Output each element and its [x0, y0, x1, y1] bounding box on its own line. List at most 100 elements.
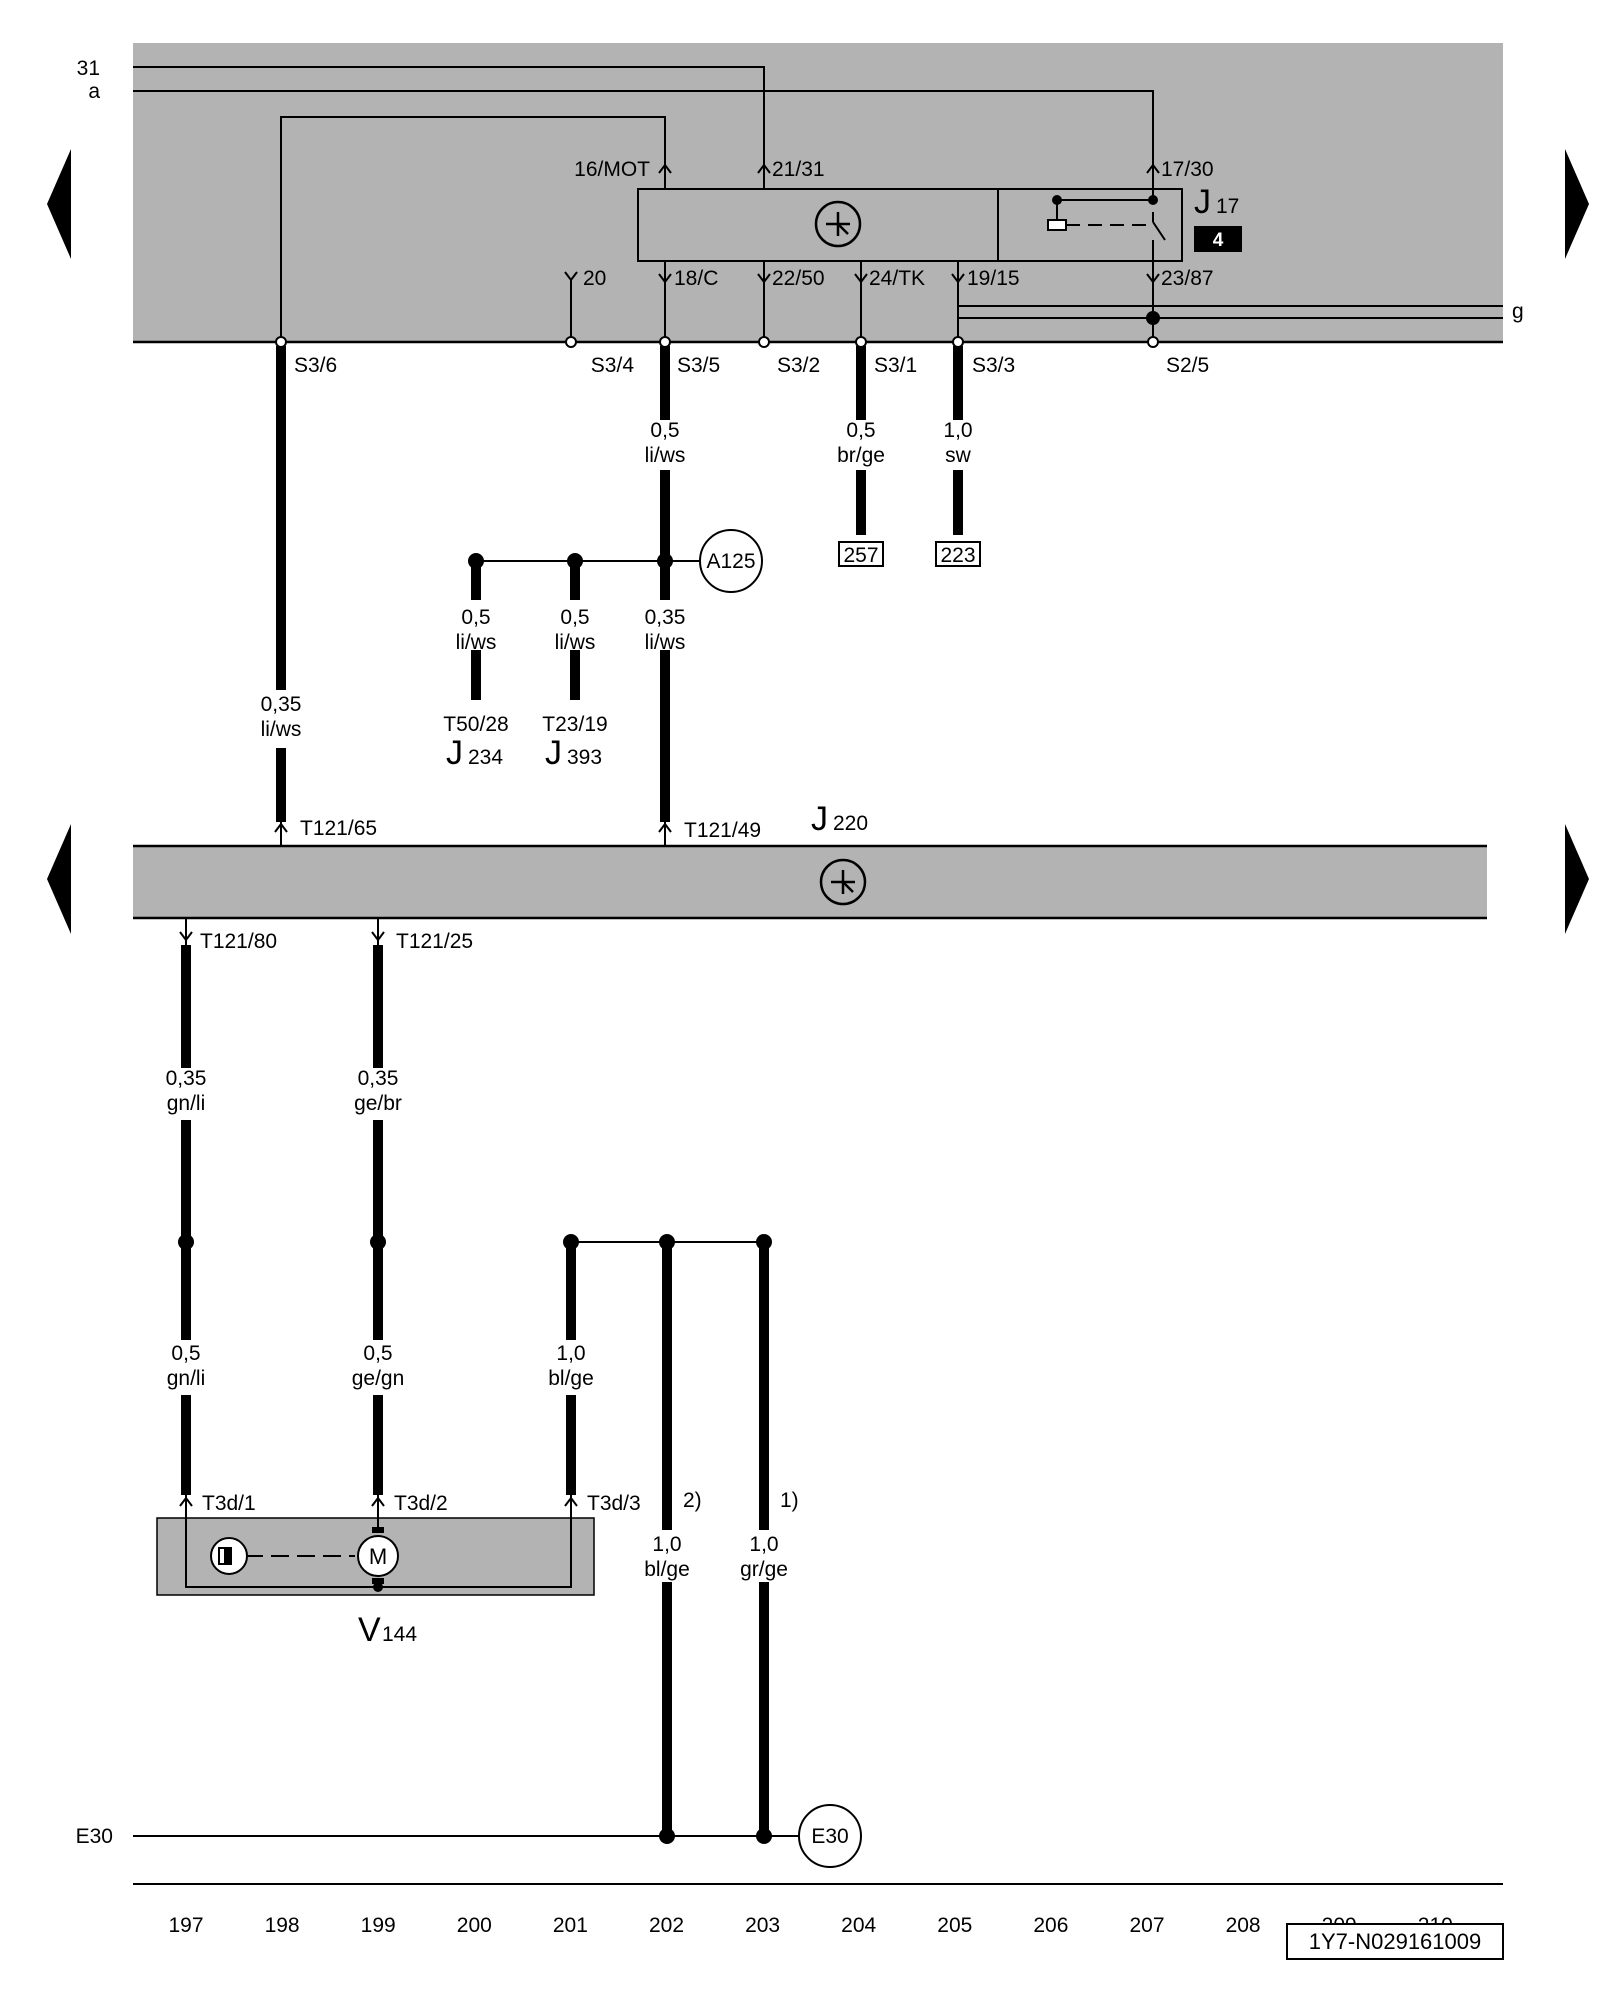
track-number: 207	[1129, 1914, 1164, 1937]
track-number: 197	[168, 1914, 203, 1937]
wire-199-size: 0,5	[461, 606, 490, 629]
motor-v144-sub: 144	[382, 1623, 417, 1646]
branch-j234-sub: 234	[468, 746, 503, 769]
track-number: 206	[1033, 1914, 1068, 1937]
branch-j393-sub: 393	[567, 746, 602, 769]
ref-223[interactable]: 223	[940, 544, 975, 567]
wire-204-size: 0,5	[846, 419, 875, 442]
wire-201c-color: bl/ge	[548, 1367, 594, 1390]
triangle-right-icon[interactable]	[1565, 824, 1589, 934]
top-bus-lines	[133, 66, 1154, 342]
relay-pin-17-30: 17/30	[1161, 158, 1214, 181]
relay-pin-19-15: 19/15	[967, 267, 1020, 290]
wire-204-color: br/ge	[837, 444, 885, 467]
wire-199-color: li/ws	[456, 631, 497, 654]
connector-s3-3: S3/3	[972, 354, 1015, 377]
wire-198-color: li/ws	[261, 718, 302, 741]
wire-201c-size: 1,0	[556, 1342, 585, 1365]
wire-202-size: 1,0	[652, 1533, 681, 1556]
wire-199c-color: ge/gn	[352, 1367, 405, 1390]
relay-j17: J 17 4	[637, 183, 1242, 262]
wire-203-size: 1,0	[749, 1533, 778, 1556]
relay-badge: 4	[1213, 230, 1224, 251]
connector-s3-2: S3/2	[777, 354, 820, 377]
ecu-j220-letter: J	[811, 800, 828, 838]
track-number: 203	[745, 1914, 780, 1937]
wire-203-color: gr/ge	[740, 1558, 788, 1581]
branch-pin-t23-19: T23/19	[542, 713, 607, 736]
relay-pin-22-50: 22/50	[772, 267, 825, 290]
wire-203-note: 1)	[780, 1489, 799, 1512]
ecu-pin-t121-65: T121/65	[300, 817, 377, 840]
track-number-row: 1971981992002012022032042052062072082092…	[168, 1914, 1452, 1937]
ecu-pin-t121-25: T121/25	[396, 930, 473, 953]
position-sensor-icon	[210, 1537, 248, 1575]
ecu-j220-subscript: 220	[833, 812, 868, 835]
ecu-panel	[133, 846, 1487, 918]
wire-197-size: 0,35	[166, 1067, 207, 1090]
wire-197b-size: 0,5	[171, 1342, 200, 1365]
relay-pin-24-tk: 24/TK	[869, 267, 925, 290]
relay-pin-16-mot: 16/MOT	[574, 158, 650, 181]
wire-197b-color: gn/li	[167, 1367, 206, 1390]
document-id: 1Y7-N029161009	[1309, 1929, 1481, 1954]
motor-symbol: M	[369, 1544, 387, 1569]
wire-198-size: 0,35	[261, 693, 302, 716]
relay-pin-23-87: 23/87	[1161, 267, 1214, 290]
wire-199a-size: 0,35	[358, 1067, 399, 1090]
track-number: 202	[649, 1914, 684, 1937]
wire-201b-size: 0,35	[645, 606, 686, 629]
motor-icon: M	[357, 1527, 399, 1584]
wire-201-size: 0,5	[650, 419, 679, 442]
connector-a125[interactable]: A125	[706, 550, 755, 573]
relay-j17-subscript: 17	[1216, 195, 1239, 218]
wire-205-size: 1,0	[943, 419, 972, 442]
track-number: 198	[265, 1914, 300, 1937]
wire-199c-size: 0,5	[363, 1342, 392, 1365]
transistor-icon	[814, 200, 862, 248]
triangle-left-icon[interactable]	[47, 824, 71, 934]
track-number: 199	[361, 1914, 396, 1937]
connector-e30[interactable]: E30	[811, 1825, 848, 1848]
ref-257[interactable]: 257	[843, 544, 878, 567]
branch-j393-letter: J	[545, 734, 562, 772]
bus-label-a: a	[88, 80, 100, 103]
motor-pin-t3d-2: T3d/2	[394, 1492, 448, 1515]
track-number: 200	[457, 1914, 492, 1937]
wire-201b-color: li/ws	[645, 631, 686, 654]
relay-pin-20: 20	[583, 267, 606, 290]
motor-pin-t3d-3: T3d/3	[587, 1492, 641, 1515]
branch-pin-t50-28: T50/28	[443, 713, 508, 736]
connector-s3-1: S3/1	[874, 354, 917, 377]
wire-200-color: li/ws	[555, 631, 596, 654]
ecu-pin-t121-80: T121/80	[200, 930, 277, 953]
relay-coil-icon	[1047, 189, 1166, 261]
wire-200-size: 0,5	[560, 606, 589, 629]
connector-s3-4: S3/4	[591, 354, 635, 377]
relay-pin-18-c: 18/C	[674, 267, 718, 290]
wire-205-color: sw	[945, 444, 972, 467]
wire-197-color: gn/li	[167, 1092, 206, 1115]
connector-s2-5: S2/5	[1166, 354, 1209, 377]
track-number: 201	[553, 1914, 588, 1937]
wire-202-color: bl/ge	[644, 1558, 690, 1581]
bus-label-e30: E30	[76, 1825, 113, 1848]
motor-pin-t3d-1: T3d/1	[202, 1492, 256, 1515]
transistor-icon	[819, 858, 867, 906]
track-number: 204	[841, 1914, 876, 1937]
wire-201-color: li/ws	[645, 444, 686, 467]
branch-j234-letter: J	[446, 734, 463, 772]
motor-v144-letter: V	[358, 1611, 381, 1649]
track-number: 205	[937, 1914, 972, 1937]
triangle-left-icon[interactable]	[47, 149, 71, 259]
bus-label-31: 31	[77, 57, 100, 80]
ecu-pin-t121-49: T121/49	[684, 819, 761, 842]
bus-label-g: g	[1512, 300, 1524, 323]
connector-s3-6: S3/6	[294, 354, 337, 377]
wire-199a-color: ge/br	[354, 1092, 402, 1115]
connector-s3-5: S3/5	[677, 354, 720, 377]
wire-202-note: 2)	[683, 1489, 702, 1512]
triangle-right-icon[interactable]	[1565, 149, 1589, 259]
relay-carrier-panel	[133, 43, 1503, 342]
